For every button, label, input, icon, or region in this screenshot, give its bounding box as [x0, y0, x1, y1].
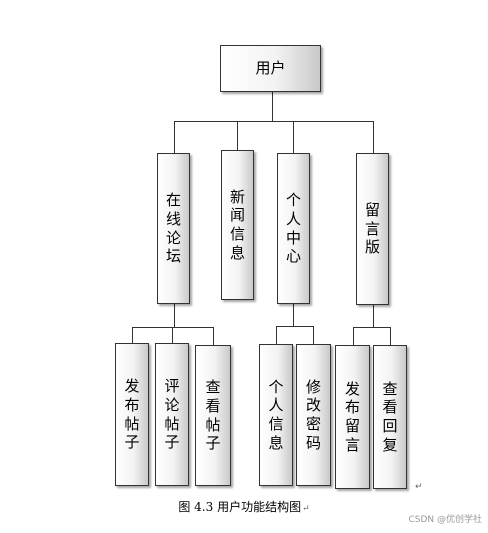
node-label: 新闻信息: [229, 187, 245, 262]
node-module-personal-center: 个人中心: [277, 153, 310, 304]
node-change-password: 修改密码: [296, 344, 331, 486]
connector-line: [174, 121, 374, 122]
connector-line: [213, 327, 214, 345]
connector-line: [174, 121, 175, 153]
node-label: 发布留言: [344, 379, 360, 454]
node-module-forum: 在线论坛: [157, 153, 190, 304]
connector-line: [353, 327, 354, 345]
connector-line: [293, 304, 294, 327]
return-mark: ↵: [302, 504, 310, 514]
node-label: 评论帖子: [164, 377, 180, 452]
connector-line: [272, 92, 273, 122]
connector-line: [373, 121, 374, 153]
connector-line: [373, 305, 374, 328]
connector-line: [293, 121, 294, 153]
connector-line: [276, 326, 277, 344]
node-label: 留言版: [364, 200, 380, 257]
connector-line: [132, 327, 133, 343]
connector-line: [172, 327, 173, 343]
node-view-topic: 查看帖子: [195, 345, 231, 486]
node-module-news: 新闻信息: [221, 150, 254, 300]
node-label: 个人中心: [285, 191, 301, 266]
node-root-label: 用户: [255, 59, 286, 78]
node-post-message: 发布留言: [335, 345, 370, 489]
node-label: 在线论坛: [165, 191, 181, 266]
node-label: 修改密码: [305, 377, 321, 452]
node-label: 发布帖子: [124, 377, 140, 452]
node-label: 查看帖子: [205, 378, 221, 453]
connector-line: [132, 327, 214, 328]
node-root: 用户: [220, 45, 321, 92]
node-personal-info: 个人信息: [259, 344, 293, 486]
node-label: 查看回复: [382, 379, 398, 454]
connector-line: [237, 121, 238, 150]
figure-caption: 图 4.3 用户功能结构图↵: [0, 498, 488, 515]
connector-line: [390, 327, 391, 345]
return-mark: ↵: [415, 482, 423, 492]
connector-line: [353, 327, 391, 328]
caption-text: 图 4.3 用户功能结构图: [178, 500, 302, 514]
connector-line: [174, 304, 175, 328]
connector-line: [313, 326, 314, 344]
connector-line: [276, 326, 314, 327]
node-post-topic: 发布帖子: [115, 343, 149, 486]
node-comment-topic: 评论帖子: [155, 343, 189, 486]
node-view-reply: 查看回复: [373, 345, 407, 489]
watermark: CSDN @优创学社: [408, 515, 482, 525]
node-label: 个人信息: [268, 377, 284, 452]
node-module-message-board: 留言版: [356, 153, 389, 305]
